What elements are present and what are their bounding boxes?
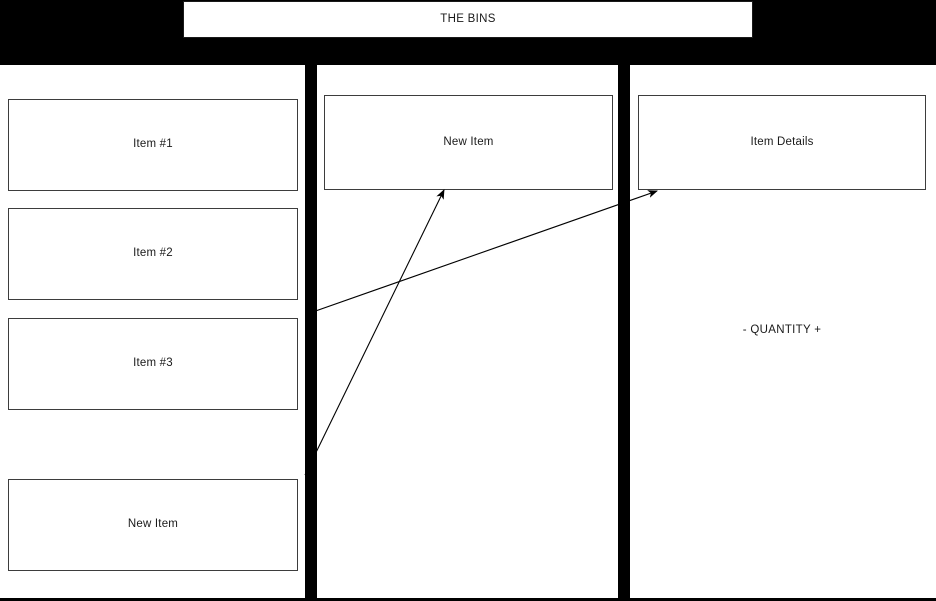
card-item-1[interactable]: Item #1 — [8, 99, 298, 191]
card-item-3-label: Item #3 — [133, 357, 173, 370]
app-title-box: THE BINS — [183, 1, 753, 38]
card-item-details[interactable]: Item Details — [638, 95, 926, 190]
card-new-item-left[interactable]: New Item — [8, 479, 298, 571]
card-new-item-middle-label: New Item — [443, 135, 494, 148]
page-title: THE BINS — [440, 12, 496, 25]
column-divider-left — [305, 65, 317, 601]
quantity-stepper[interactable]: - QUANTITY + — [638, 320, 926, 338]
bins-list-column: Item #1 Item #2 Item #3 New Item — [0, 65, 305, 601]
quantity-stepper-label: - QUANTITY + — [742, 324, 822, 336]
card-item-3[interactable]: Item #3 — [8, 318, 298, 410]
card-item-2[interactable]: Item #2 — [8, 208, 298, 300]
card-item-1-label: Item #1 — [133, 138, 173, 151]
card-item-details-label: Item Details — [750, 135, 814, 148]
new-item-column: New Item — [317, 65, 618, 601]
card-item-2-label: Item #2 — [133, 247, 173, 260]
card-new-item-left-label: New Item — [127, 518, 179, 531]
header-band: THE BINS — [0, 0, 936, 65]
item-details-column: Item Details - QUANTITY + — [630, 65, 936, 601]
bottom-frame-border — [0, 598, 936, 601]
card-new-item-middle[interactable]: New Item — [324, 95, 613, 190]
body-area: Item #1 Item #2 Item #3 New Item New Ite… — [0, 65, 936, 601]
column-divider-right — [618, 65, 630, 601]
